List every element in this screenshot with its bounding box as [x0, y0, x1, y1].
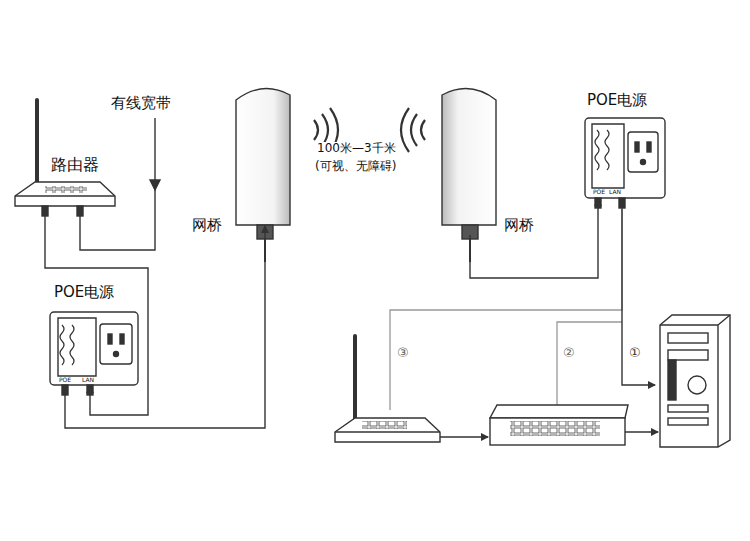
cable-connector	[65, 226, 265, 428]
port-label: LAN	[82, 377, 94, 384]
port-label: POE	[59, 377, 71, 384]
broadband-label: 有线宽带	[110, 95, 172, 112]
device-node: 网桥	[442, 85, 496, 225]
device-node: 路由器	[15, 182, 115, 206]
port-label: LAN	[609, 189, 621, 196]
device-label: POE电源	[587, 92, 647, 109]
device-label: POE电源	[54, 284, 114, 301]
distance-label: 100米—3千米	[316, 142, 397, 156]
device-node: 网桥	[236, 85, 290, 225]
port-label: POE	[593, 189, 605, 196]
device-label: 路由器	[51, 156, 99, 174]
condition-label: (可视、无障碍)	[314, 160, 397, 174]
device-label: 网桥	[192, 217, 222, 234]
callout-number: ①	[628, 346, 642, 361]
device-node: POE电源	[50, 312, 138, 385]
device-node: POE电源	[585, 118, 665, 198]
callout-number: ②	[562, 346, 576, 361]
cable-connector	[45, 216, 148, 415]
cable-connector	[470, 199, 598, 278]
device-label: 网桥	[504, 217, 534, 234]
callout-number: ③	[396, 346, 410, 361]
